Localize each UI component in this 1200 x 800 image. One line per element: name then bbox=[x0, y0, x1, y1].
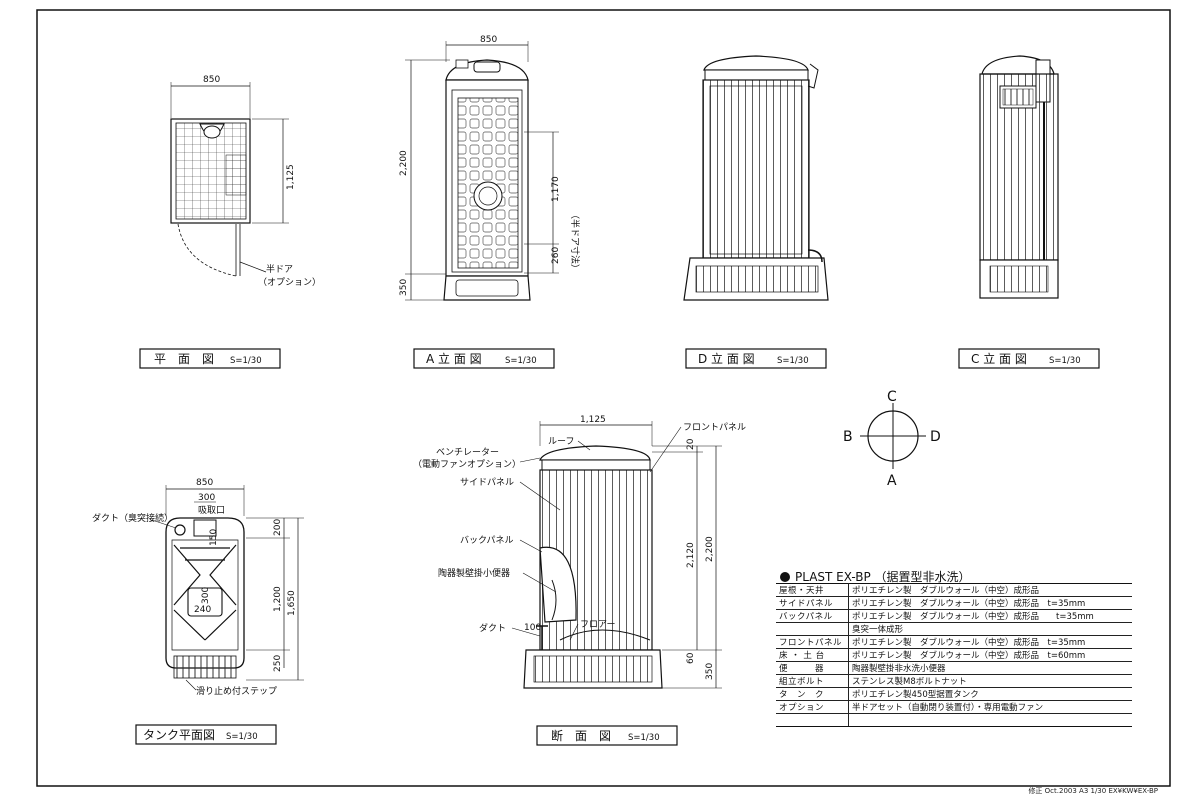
spec-row: 便 器陶器製壁掛非水洗小便器 bbox=[776, 661, 1132, 675]
spec-row: 屋根・天井ポリエチレン製 ダブルウォール（中空）成形品 bbox=[776, 583, 1132, 597]
label-ventilator: ベンチレーター bbox=[436, 447, 499, 458]
spec-title-text: PLAST EX-BP （据置型非水洗） bbox=[795, 570, 971, 584]
tank-dim-150: 150 bbox=[209, 529, 219, 546]
tank-intake-dim: 300 bbox=[198, 493, 215, 503]
elev-a-width-dim: 850 bbox=[480, 35, 497, 45]
svg-text:A 立 面 図: A 立 面 図 bbox=[426, 351, 482, 366]
spec-title: PLAST EX-BP （据置型非水洗） bbox=[780, 568, 971, 585]
spec-row: サイドパネルポリエチレン製 ダブルウォール（中空）成形品 t=35mm bbox=[776, 596, 1132, 610]
spec-row: タ ン クポリエチレン製450型据置タンク bbox=[776, 687, 1132, 701]
label-back-panel: バックパネル bbox=[460, 535, 514, 546]
elevation-c-view bbox=[979, 55, 1059, 299]
plan-width-dim: 850 bbox=[203, 75, 220, 85]
label-floor: フロアー bbox=[580, 620, 615, 630]
tank-duct-label: ダクト（臭突接続） bbox=[92, 512, 173, 524]
revision-note: 修正 Oct.2003 A3 1/30 EX¥KW¥EX-BP bbox=[1028, 787, 1158, 795]
plan-door-label: 半ドア bbox=[266, 263, 293, 275]
svg-text:C 立 面 図: C 立 面 図 bbox=[971, 351, 1027, 366]
label-roof: ルーフ bbox=[548, 437, 574, 447]
svg-text:タンク平面図: タンク平面図 bbox=[143, 728, 215, 742]
section-dim-100: 100 bbox=[524, 623, 541, 633]
label-urinal: 陶器製壁掛小便器 bbox=[438, 567, 510, 579]
svg-text:S=1/30: S=1/30 bbox=[777, 356, 809, 366]
tank-intake-label: 吸取口 bbox=[198, 505, 225, 516]
label-duct: ダクト bbox=[479, 622, 506, 634]
spec-row: 臭突一体成形 bbox=[776, 622, 1132, 636]
elev-a-door-dim: 1,170 bbox=[551, 176, 561, 202]
title-box-elev-a: A 立 面 図 S=1/30 bbox=[413, 348, 555, 369]
title-box-elev-c: C 立 面 図 S=1/30 bbox=[958, 348, 1100, 369]
plan-door-option-label: （オプション） bbox=[258, 277, 321, 288]
elevation-a-view: 850 2,200 350 1,170 （半ドア寸法） 260 bbox=[399, 35, 581, 301]
svg-text:S=1/30: S=1/30 bbox=[226, 732, 258, 742]
sheet-border bbox=[36, 9, 1171, 787]
compass: C A B D bbox=[843, 389, 941, 489]
section-dim-60: 60 bbox=[686, 652, 696, 664]
elev-a-door-bottom-dim: 260 bbox=[551, 247, 561, 264]
plan-depth-dim: 1,125 bbox=[286, 164, 296, 190]
title-box-section: 断 面 図 S=1/30 bbox=[536, 725, 678, 746]
tank-dim-240: 240 bbox=[194, 605, 211, 615]
label-ventilator-option: （電動ファンオプション） bbox=[413, 459, 521, 470]
tank-dim-250: 250 bbox=[273, 655, 283, 672]
spec-row: フロントパネルポリエチレン製 ダブルウォール（中空）成形品 t=35mm bbox=[776, 635, 1132, 649]
compass-south: A bbox=[887, 473, 897, 489]
svg-text:S=1/30: S=1/30 bbox=[505, 356, 537, 366]
spec-row: バックパネルポリエチレン製 ダブルウォール（中空）成形品 t=35mm bbox=[776, 609, 1132, 623]
compass-north: C bbox=[887, 389, 897, 405]
tank-dim-1650: 1,650 bbox=[287, 590, 297, 616]
label-front-panel: フロントパネル bbox=[683, 422, 746, 433]
svg-text:S=1/30: S=1/30 bbox=[230, 356, 262, 366]
elev-a-base-dim: 350 bbox=[399, 279, 409, 296]
spec-row: 組立ボルトステンレス製M8ボルトナット bbox=[776, 674, 1132, 688]
section-view: 1,125 20 2,120 2,200 60 350 100 フロントパネル … bbox=[413, 415, 746, 689]
elev-a-door-note: （半ドア寸法） bbox=[569, 210, 581, 273]
spec-row: オプション半ドアセット（自動閉り装置付）・専用電動ファン bbox=[776, 700, 1132, 714]
tank-dim-300v: 300 bbox=[201, 587, 211, 604]
tank-dim-200: 200 bbox=[273, 519, 283, 536]
svg-text:D 立 面 図: D 立 面 図 bbox=[698, 351, 755, 366]
section-dim-20: 20 bbox=[686, 438, 696, 450]
spec-row: 床 ・ 土 台ポリエチレン製 ダブルウォール（中空）成形品 t=60mm bbox=[776, 648, 1132, 662]
bullet-icon bbox=[780, 572, 790, 582]
spec-table: 屋根・天井ポリエチレン製 ダブルウォール（中空）成形品 サイドパネルポリエチレン… bbox=[776, 583, 1132, 727]
svg-text:S=1/30: S=1/30 bbox=[628, 733, 660, 743]
section-dim-2120: 2,120 bbox=[686, 542, 696, 568]
compass-east: D bbox=[930, 429, 941, 445]
svg-text:S=1/30: S=1/30 bbox=[1049, 356, 1081, 366]
elevation-d-view bbox=[683, 55, 829, 301]
svg-text:平 面 図: 平 面 図 bbox=[154, 352, 214, 366]
tank-step-label: 滑り止め付ステップ bbox=[196, 685, 277, 697]
section-width-dim: 1,125 bbox=[580, 415, 606, 425]
svg-text:断 面 図: 断 面 図 bbox=[551, 728, 611, 743]
spec-row bbox=[776, 713, 1132, 727]
elev-a-height-dim: 2,200 bbox=[399, 150, 409, 176]
label-side-panel: サイドパネル bbox=[460, 477, 514, 488]
section-dim-2200: 2,200 bbox=[705, 536, 715, 562]
plan-view: 850 1,125 半ドア （オプション） bbox=[170, 75, 321, 288]
tank-dim-1200: 1,200 bbox=[273, 586, 283, 612]
section-dim-350: 350 bbox=[705, 663, 715, 680]
tank-plan-view: 850 300 吸取口 ダクト（臭突接続） 200 1,200 250 1,65… bbox=[92, 478, 304, 697]
compass-west: B bbox=[843, 429, 853, 445]
title-box-plan: 平 面 図 S=1/30 bbox=[139, 348, 281, 369]
title-box-tank: タンク平面図 S=1/30 bbox=[135, 724, 277, 745]
title-box-elev-d: D 立 面 図 S=1/30 bbox=[685, 348, 827, 369]
tank-width-dim: 850 bbox=[196, 478, 213, 488]
